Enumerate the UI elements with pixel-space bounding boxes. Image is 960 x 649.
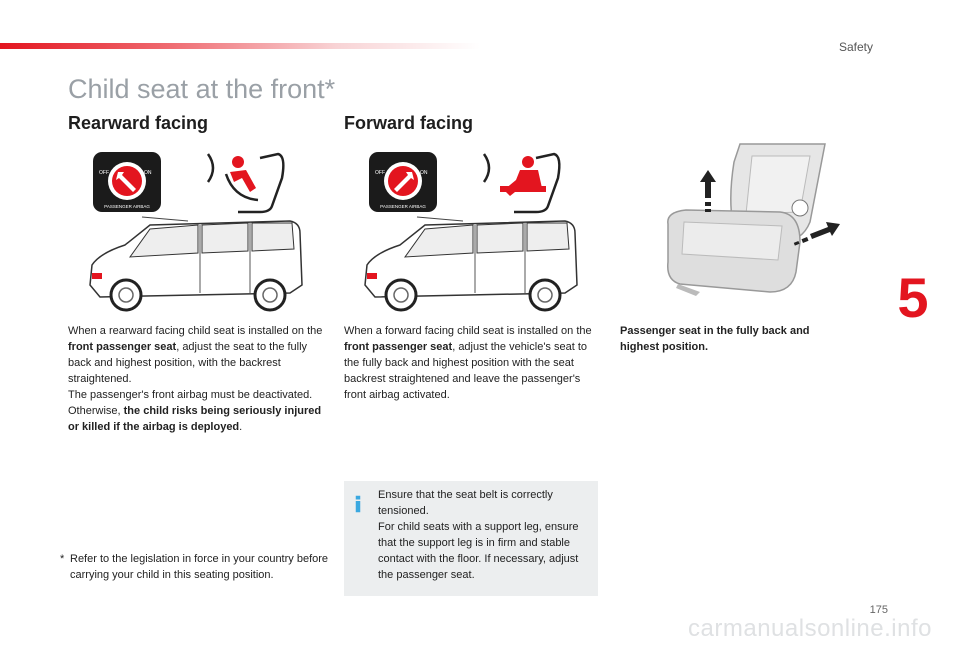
seat-adjustment-illustration [667, 143, 840, 296]
forward-van-illustration [364, 216, 578, 312]
rearward-van-illustration [89, 216, 303, 312]
forward-instructions: When a forward facing child seat is inst… [344, 325, 592, 401]
section-title: Safety [838, 40, 873, 54]
heading-forward: Forward facing [344, 113, 474, 133]
page-title: Child seat at the front* [68, 74, 336, 104]
chapter-number: 5 [897, 266, 929, 329]
rearward-child-seat-icon [206, 152, 285, 214]
info-icon [355, 495, 361, 513]
seat-caption: Passenger seat in the fully back and hig… [620, 325, 810, 353]
heading-rearward: Rearward facing [68, 113, 209, 133]
airbag-switch-off-icon: OFF ON PASSENGER AIRBAG [93, 152, 161, 212]
svg-text:ON: ON [144, 170, 152, 176]
page-number: 175 [869, 604, 888, 616]
footnote: * Refer to the legislation in force in y… [60, 553, 329, 581]
svg-text:PASSENGER AIRBAG: PASSENGER AIRBAG [380, 204, 426, 209]
svg-text:ON: ON [420, 170, 428, 176]
svg-text:OFF: OFF [99, 170, 109, 176]
airbag-switch-on-icon: OFF ON PASSENGER AIRBAG [369, 152, 437, 212]
forward-child-seat-icon [482, 152, 561, 214]
svg-text:OFF: OFF [375, 170, 385, 176]
info-box: Ensure that the seat belt is correctly t… [344, 481, 598, 596]
watermark: carmanualsonline.info [688, 615, 932, 642]
svg-text:PASSENGER AIRBAG: PASSENGER AIRBAG [104, 204, 150, 209]
header-accent-bar [0, 43, 480, 49]
rearward-instructions: When a rearward facing child seat is ins… [68, 325, 323, 433]
info-text: Ensure that the seat belt is correctly t… [378, 489, 579, 581]
